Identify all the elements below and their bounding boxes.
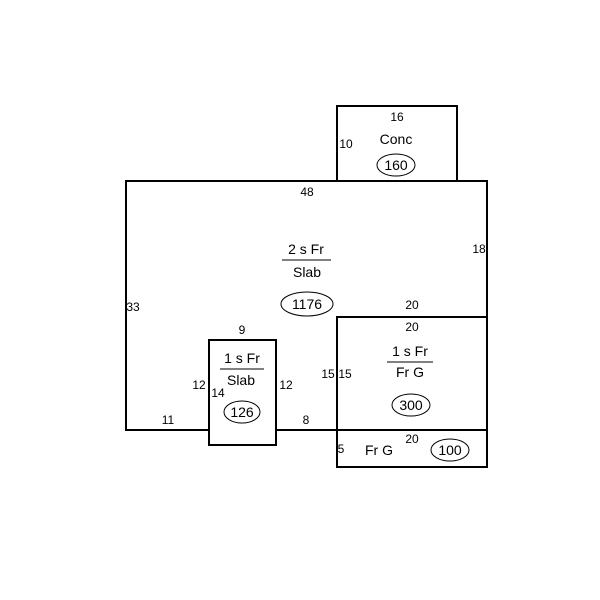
garage-label-bottom: Fr G	[396, 364, 424, 380]
strip-dim-top: 20	[405, 432, 419, 446]
garage-addition-outline	[336, 316, 488, 431]
main-dim-bottom-mid: 8	[303, 413, 310, 427]
strip-label: Fr G	[365, 442, 393, 458]
main-dim-step-top: 20	[405, 298, 419, 312]
small-dim-left: 12	[192, 378, 206, 392]
small-dim-right: 12	[279, 378, 293, 392]
garage-dim-left-inner: 15	[338, 367, 352, 381]
porch-label: Conc	[380, 131, 413, 147]
small-label-top: 1 s Fr	[224, 350, 260, 366]
garage-label-top: 1 s Fr	[392, 343, 428, 359]
main-label-top: 2 s Fr	[288, 241, 324, 257]
main-dim-left: 33	[126, 300, 140, 314]
strip-dim-left: 5	[338, 442, 345, 456]
small-dim-top: 9	[239, 323, 246, 337]
garage-dim-left-outer: 15	[321, 367, 335, 381]
small-area: 126	[230, 404, 254, 420]
porch-dim-left: 10	[339, 137, 353, 151]
small-label-bottom: Slab	[227, 372, 255, 388]
garage-strip-outline	[336, 429, 488, 468]
main-dim-right: 18	[472, 242, 486, 256]
strip-area: 100	[438, 442, 462, 458]
main-label-bottom: Slab	[293, 264, 321, 280]
garage-area-ellipse	[391, 393, 431, 417]
small-addition-outline	[208, 339, 277, 446]
main-area: 1176	[292, 296, 322, 312]
main-area-ellipse	[280, 291, 334, 317]
garage-area: 300	[399, 397, 423, 413]
porch-dim-top: 16	[390, 110, 404, 124]
porch-area-ellipse	[376, 153, 416, 177]
porch-area: 160	[384, 157, 408, 173]
garage-dim-top: 20	[405, 320, 419, 334]
main-dim-top: 48	[300, 185, 314, 199]
small-dim-inner: 14	[211, 386, 225, 400]
strip-area-ellipse	[430, 438, 470, 462]
small-area-ellipse	[223, 400, 261, 424]
main-dim-bottom-left: 11	[162, 413, 175, 427]
